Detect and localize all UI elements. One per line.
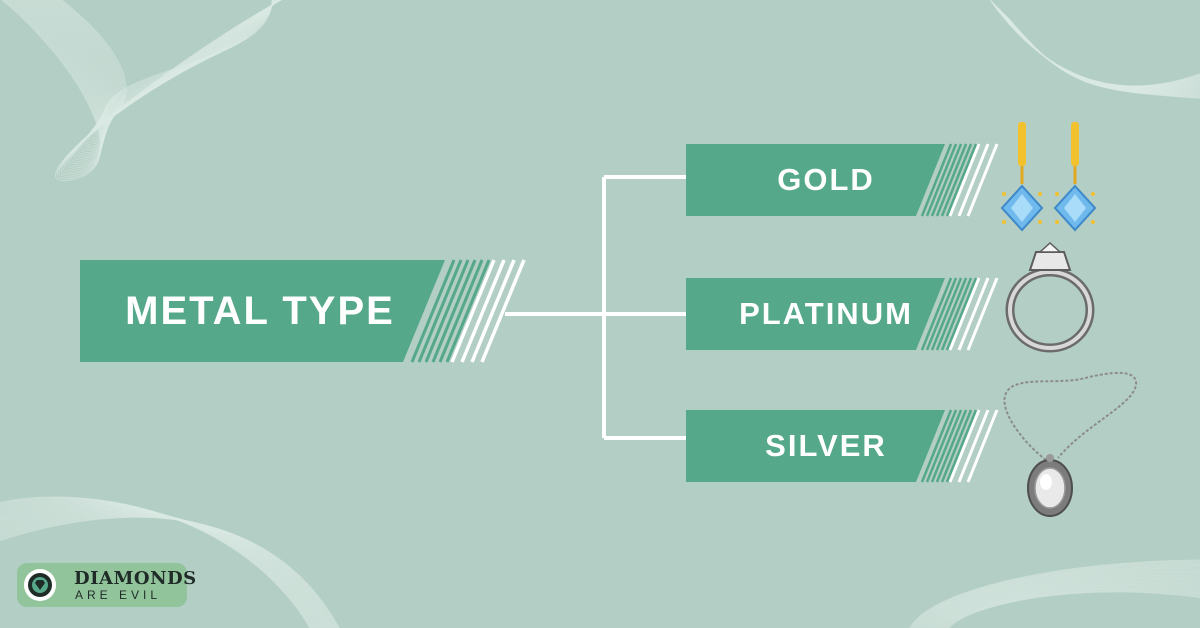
root-node: [80, 259, 526, 363]
silver-pendant-image: [1003, 371, 1138, 517]
branch-node-silver: [686, 409, 999, 483]
branch-label-gold: GOLD: [777, 162, 875, 197]
gold-earrings-image: [1000, 122, 1097, 232]
platinum-stripes: [920, 277, 999, 351]
silver-stripes: [920, 409, 999, 483]
root-stripes: [410, 259, 526, 363]
tree-connectors: [505, 175, 686, 440]
branch-label-platinum: PLATINUM: [739, 296, 913, 331]
brand-logo: DIAMONDS ARE EVIL: [17, 563, 196, 607]
diamond-badge-icon: [24, 569, 56, 601]
logo-subtitle: ARE EVIL: [75, 588, 162, 602]
root-node-label: METAL TYPE: [125, 289, 395, 333]
platinum-ring-image: [1005, 241, 1095, 353]
branch-node-gold: [686, 143, 999, 217]
logo-title: DIAMONDS: [74, 568, 197, 589]
branch-node-platinum: [686, 277, 999, 351]
gold-stripes: [920, 143, 999, 217]
branch-label-silver: SILVER: [765, 428, 887, 463]
